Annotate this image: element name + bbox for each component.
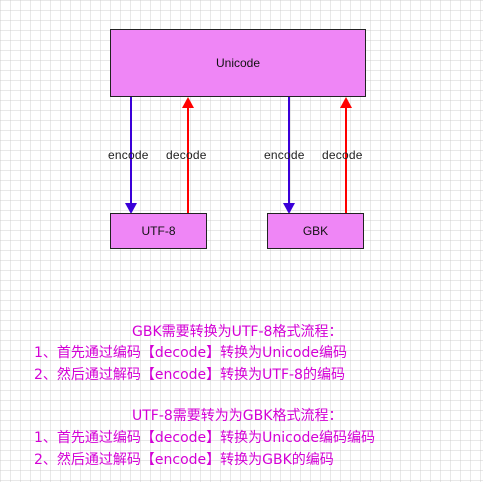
decode-label-left: decode [166,148,207,162]
gbk-node: GBK [267,213,364,249]
encode-arrowhead-utf8 [125,203,137,214]
unicode-node-label: Unicode [215,56,261,70]
gbk-node-label: GBK [302,224,329,238]
section2-title: UTF-8需要转为为GBK格式流程： [132,408,343,424]
encode-label-left: encode [108,148,149,162]
encode-arrowhead-gbk [283,203,295,214]
decode-label-right: decode [322,148,363,162]
section2-step2: 2、然后通过解码【encode】转换为GBK的编码 [34,452,334,468]
section1-step1: 1、首先通过编码【decode】转换为Unicode编码 [34,345,347,361]
utf8-node: UTF-8 [110,213,207,249]
decode-arrowhead-unicode-right [340,97,352,108]
encode-label-right: encode [264,148,305,162]
section1-title: GBK需要转换为UTF-8格式流程： [132,324,343,340]
utf8-node-label: UTF-8 [141,224,176,238]
unicode-node: Unicode [110,29,366,97]
section2-step1: 1、首先通过编码【decode】转换为Unicode编码编码 [34,430,375,446]
decode-arrowhead-unicode-left [182,97,194,108]
section1-step2: 2、然后通过解码【encode】转换为UTF-8的编码 [34,367,345,383]
